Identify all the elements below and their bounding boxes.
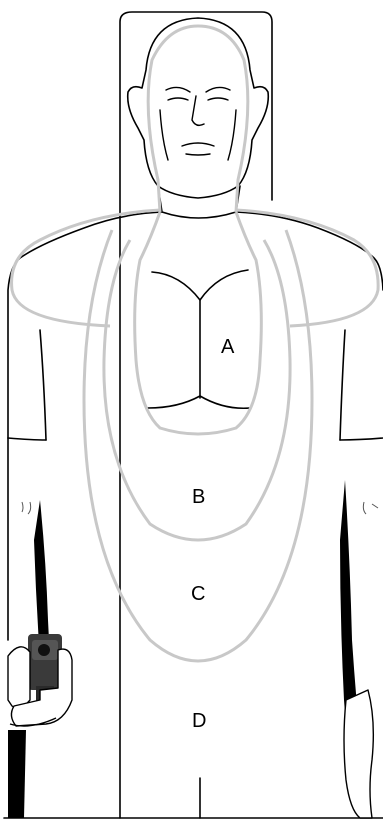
zone-d-label: D (192, 710, 206, 732)
zone-c-label: C (191, 583, 205, 605)
zone-a-label: A (221, 336, 235, 358)
zone-a-ring (135, 212, 262, 434)
face-details (160, 87, 236, 160)
zone-rings (12, 26, 379, 661)
collar-zone-ring (12, 210, 379, 326)
head-zone-ring (148, 26, 248, 212)
zone-b-label: B (192, 486, 205, 508)
right-hand-icon (344, 690, 373, 818)
